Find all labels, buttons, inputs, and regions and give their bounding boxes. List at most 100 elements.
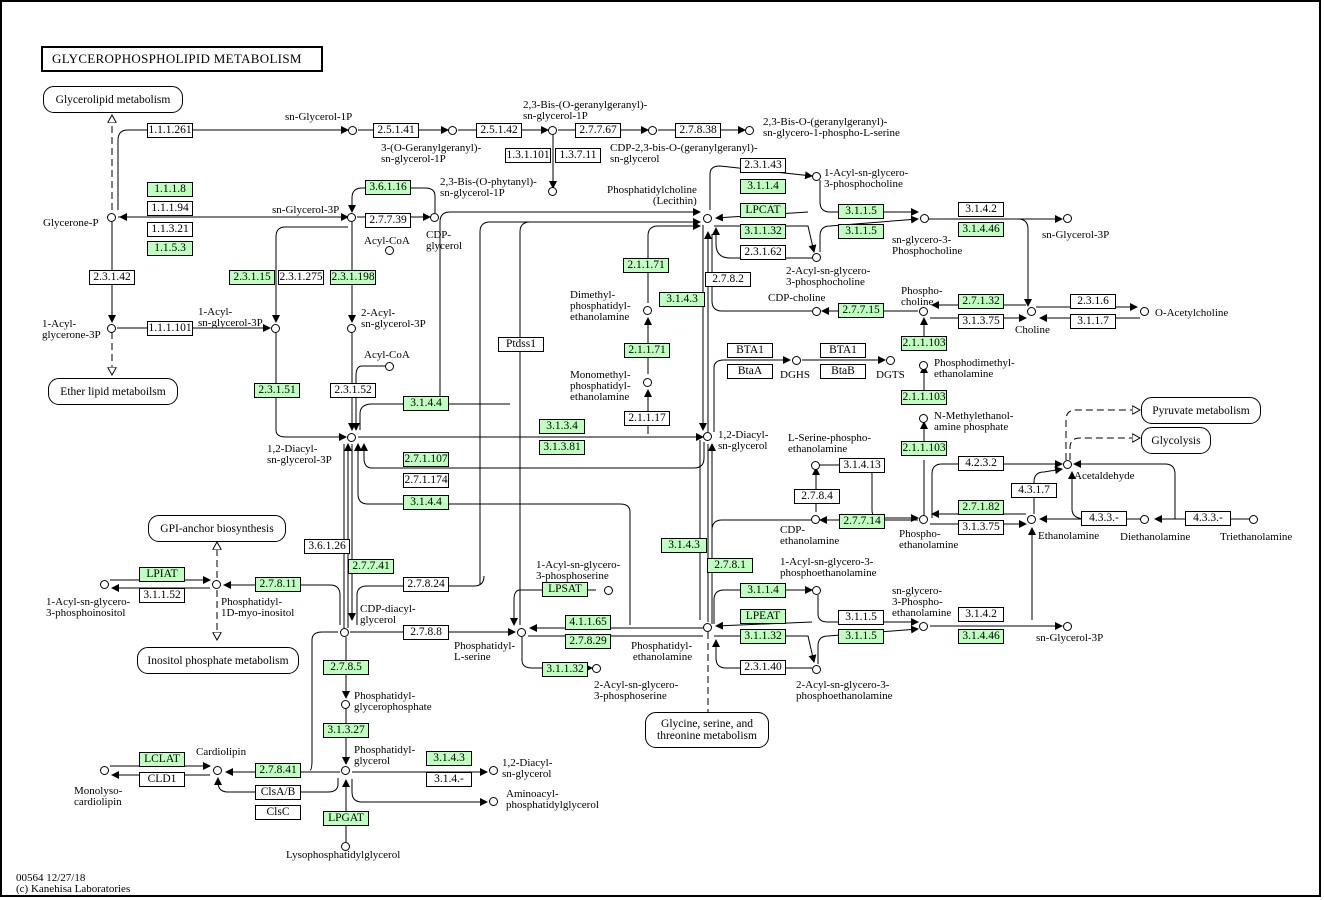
enzyme-box[interactable]: 3.1.4.4 xyxy=(403,396,449,411)
enzyme-box[interactable]: LPGAT xyxy=(323,811,369,826)
enzyme-box[interactable]: 3.1.4.2 xyxy=(958,607,1004,622)
compound-node[interactable] xyxy=(341,766,350,775)
compound-node[interactable] xyxy=(648,126,657,135)
compound-node[interactable] xyxy=(213,766,222,775)
enzyme-box[interactable]: 3.6.1.16 xyxy=(365,180,411,195)
compound-node[interactable] xyxy=(212,580,221,589)
compound-node[interactable] xyxy=(703,432,712,441)
enzyme-box[interactable]: LPSAT xyxy=(542,582,588,597)
enzyme-box[interactable]: 3.1.1.4 xyxy=(740,179,786,194)
enzyme-box[interactable]: 2.7.1.107 xyxy=(403,452,449,467)
compound-node[interactable] xyxy=(604,586,613,595)
compound-node[interactable] xyxy=(100,580,109,589)
compound-node[interactable] xyxy=(271,324,280,333)
compound-node[interactable] xyxy=(107,324,116,333)
enzyme-box[interactable]: 3.1.4.- xyxy=(426,772,472,787)
enzyme-box[interactable]: 1.1.1.101 xyxy=(147,321,193,336)
enzyme-box[interactable]: 2.7.8.1 xyxy=(707,558,753,573)
map-link-ether-lipid-metabolism[interactable]: Ether lipid metaboilsm xyxy=(48,378,178,405)
map-link-pyruvate-metabolism[interactable]: Pyruvate metabolism xyxy=(1141,397,1261,424)
enzyme-box[interactable]: 4.3.3.- xyxy=(1081,511,1127,526)
enzyme-box[interactable]: 2.7.7.41 xyxy=(348,559,394,574)
map-link-glycine-serine-threonine-metabolism[interactable]: Glycine, serine, and threonine metabolis… xyxy=(645,712,769,748)
map-link-glycolysis[interactable]: Glycolysis xyxy=(1141,427,1211,454)
enzyme-box[interactable]: 2.3.1.52 xyxy=(330,383,376,398)
compound-node[interactable] xyxy=(1063,622,1072,631)
enzyme-box[interactable]: 2.7.8.29 xyxy=(565,634,611,649)
enzyme-box[interactable]: 3.1.1.52 xyxy=(139,588,185,603)
enzyme-box[interactable]: 4.3.3.- xyxy=(1185,511,1231,526)
compound-node[interactable] xyxy=(385,246,394,255)
enzyme-box[interactable]: 2.7.7.39 xyxy=(365,213,411,228)
enzyme-box[interactable]: 3.1.3.4 xyxy=(539,419,585,434)
enzyme-box[interactable]: 3.1.4.2 xyxy=(958,202,1004,217)
enzyme-box[interactable]: ClsA/B xyxy=(255,785,301,800)
compound-node[interactable] xyxy=(811,461,820,470)
compound-node[interactable] xyxy=(341,700,350,709)
enzyme-box[interactable]: 3.1.3.75 xyxy=(958,520,1004,535)
enzyme-box[interactable]: 3.1.1.5 xyxy=(838,224,884,239)
enzyme-box[interactable]: 3.1.4.46 xyxy=(958,222,1004,237)
compound-node[interactable] xyxy=(643,378,652,387)
enzyme-box[interactable]: 2.1.1.103 xyxy=(901,390,947,405)
enzyme-box[interactable]: 1.1.5.3 xyxy=(147,241,193,256)
compound-node[interactable] xyxy=(886,356,895,365)
enzyme-box[interactable]: BtaA xyxy=(727,364,773,379)
compound-node[interactable] xyxy=(812,586,821,595)
enzyme-box[interactable]: 2.7.7.67 xyxy=(575,123,621,138)
enzyme-box[interactable]: 2.3.1.15 xyxy=(229,270,275,285)
enzyme-box[interactable]: LPEAT xyxy=(740,609,786,624)
enzyme-box[interactable]: 2.3.1.6 xyxy=(1070,294,1116,309)
compound-node[interactable] xyxy=(1140,515,1149,524)
compound-node[interactable] xyxy=(1063,460,1072,469)
enzyme-box[interactable]: 1.1.1.94 xyxy=(147,201,193,216)
compound-node[interactable] xyxy=(1140,307,1149,316)
compound-node[interactable] xyxy=(100,766,109,775)
enzyme-box[interactable]: 2.3.1.42 xyxy=(89,270,135,285)
compound-node[interactable] xyxy=(919,307,928,316)
enzyme-box[interactable]: LPCAT xyxy=(740,203,786,218)
enzyme-box[interactable]: 2.7.8.11 xyxy=(255,577,301,592)
enzyme-box[interactable]: BtaB xyxy=(820,364,866,379)
compound-node[interactable] xyxy=(448,126,457,135)
enzyme-box[interactable]: 2.7.8.38 xyxy=(675,123,721,138)
compound-node[interactable] xyxy=(340,628,349,637)
enzyme-box[interactable]: 3.1.4.46 xyxy=(958,629,1004,644)
compound-node[interactable] xyxy=(548,126,557,135)
compound-node[interactable] xyxy=(812,172,821,181)
compound-node[interactable] xyxy=(548,187,557,196)
enzyme-box[interactable]: 3.1.3.27 xyxy=(323,723,369,738)
enzyme-box[interactable]: 1.1.3.21 xyxy=(147,222,193,237)
compound-node[interactable] xyxy=(812,665,821,674)
enzyme-box[interactable]: BTA1 xyxy=(820,343,866,358)
enzyme-box[interactable]: 2.3.1.62 xyxy=(740,245,786,260)
compound-node[interactable] xyxy=(745,126,754,135)
enzyme-box[interactable]: 3.1.1.32 xyxy=(740,224,786,239)
compound-node[interactable] xyxy=(919,361,928,370)
enzyme-box[interactable]: 2.3.1.40 xyxy=(740,660,786,675)
enzyme-box[interactable]: 2.1.1.71 xyxy=(623,258,669,273)
enzyme-box[interactable]: Ptdss1 xyxy=(498,337,544,352)
enzyme-box[interactable]: 2.7.8.24 xyxy=(403,577,449,592)
compound-node[interactable] xyxy=(920,214,929,223)
enzyme-box[interactable]: 3.1.1.32 xyxy=(740,629,786,644)
enzyme-box[interactable]: 2.7.1.174 xyxy=(403,473,449,488)
compound-node[interactable] xyxy=(1249,515,1258,524)
enzyme-box[interactable]: 3.1.4.3 xyxy=(659,292,705,307)
enzyme-box[interactable]: 2.7.7.15 xyxy=(838,303,884,318)
compound-node[interactable] xyxy=(517,628,526,637)
map-link-gpi-anchor-biosynthesis[interactable]: GPI-anchor biosynthesis xyxy=(148,515,286,542)
compound-node[interactable] xyxy=(430,213,439,222)
enzyme-box[interactable]: 3.1.1.5 xyxy=(838,204,884,219)
compound-node[interactable] xyxy=(489,766,498,775)
enzyme-box[interactable]: 3.1.1.5 xyxy=(838,610,884,625)
compound-node[interactable] xyxy=(1063,214,1072,223)
compound-node[interactable] xyxy=(341,842,350,851)
enzyme-box[interactable]: 1.1.1.261 xyxy=(147,123,193,138)
enzyme-box[interactable]: 3.1.1.32 xyxy=(542,662,588,677)
compound-node[interactable] xyxy=(703,623,712,632)
enzyme-box[interactable]: 2.3.1.43 xyxy=(740,158,786,173)
enzyme-box[interactable]: 2.5.1.42 xyxy=(476,123,522,138)
enzyme-box[interactable]: 2.7.1.32 xyxy=(958,294,1004,309)
enzyme-box[interactable]: 3.1.4.13 xyxy=(839,458,885,473)
